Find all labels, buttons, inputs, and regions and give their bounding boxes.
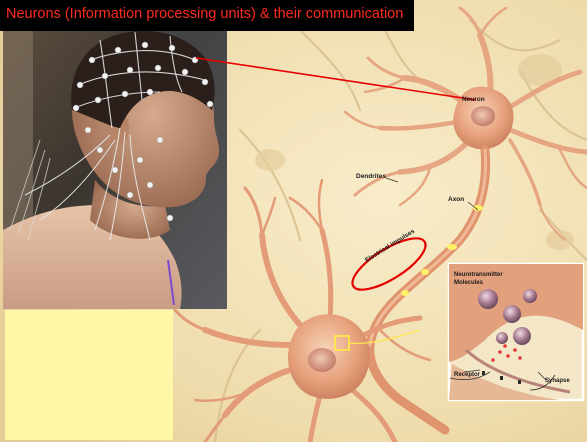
title-bar: Neurons (Information processing units) &… — [0, 0, 414, 31]
slide-title: Neurons (Information processing units) &… — [6, 6, 403, 22]
label-axon: Axon — [448, 196, 464, 203]
label-receptor: Receptor — [454, 372, 480, 378]
label-molecules: Molecules — [454, 280, 483, 286]
label-synapse: Synapse — [545, 378, 570, 384]
eeg-photo — [3, 31, 227, 309]
label-neurotransmitter: Neurotransmitter — [454, 272, 503, 278]
note-box — [5, 310, 173, 440]
label-dendrites: Dendrites — [356, 173, 386, 180]
label-neuron: Neuron — [462, 96, 485, 103]
